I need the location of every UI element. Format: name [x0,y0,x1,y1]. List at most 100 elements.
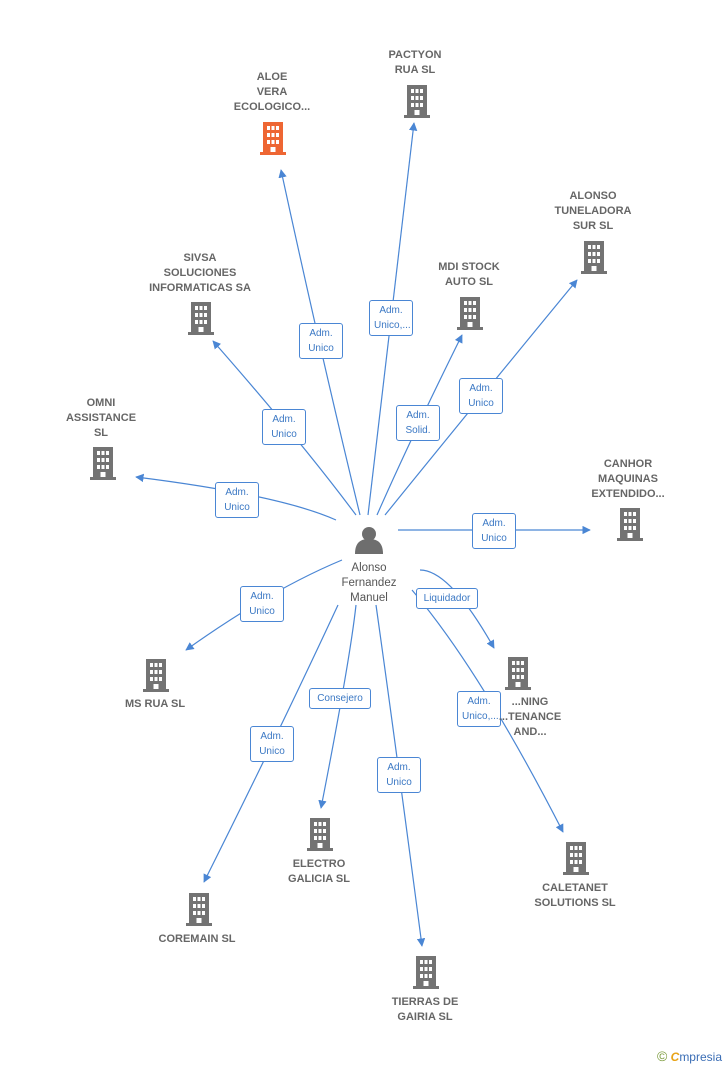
building-icon[interactable] [188,302,214,335]
edge-role-badge[interactable]: Adm. Unico [472,513,516,549]
company-label-line: EXTENDIDO... [591,488,665,500]
company-label-line: PACTYON [388,49,442,61]
person-icon[interactable] [355,527,383,554]
edge-role-badge[interactable]: Adm. Unico,... [457,691,501,727]
company-label-line: COREMAIN SL [158,933,236,945]
company-label-line: GALICIA SL [288,873,350,885]
company-label-line: CALETANET [542,882,608,894]
company-label-line: ...TENANCE [498,711,562,723]
badge-line: Unico,... [462,711,499,722]
building-icon[interactable] [457,297,483,330]
center-person-label[interactable]: Alonso Fernandez Manuel [314,561,424,606]
company-label-line: GAIRIA SL [397,1011,453,1023]
edge-role-badge[interactable]: Adm.Solid. [396,405,440,441]
building-icon[interactable] [307,818,333,851]
badge-line: Unico [271,429,297,440]
badge-line: Adm. [406,410,430,421]
building-icon[interactable] [413,956,439,989]
company-label-line: SL [93,427,109,439]
badge-line: Adm. [379,305,403,316]
badge-line: Unico [481,533,507,544]
edge-role-badge[interactable]: Liquidador [416,588,478,609]
edge-electro [318,604,357,809]
company-label-line: SUR SL [572,220,614,232]
badge-line: Adm. [482,518,506,529]
company-label-line: ASSISTANCE [65,412,137,424]
building-icon[interactable] [143,659,169,692]
center-name-line: Manuel [350,592,388,604]
company-label-coremain[interactable]: COREMAIN SL [132,932,262,947]
edge-role-badge[interactable]: Adm. Unico [299,323,343,359]
building-icon[interactable] [90,447,116,480]
company-label-omni[interactable]: OMNI ASSISTANCE SL [36,396,166,441]
company-label-line: ELECTRO [292,858,346,870]
company-label-line: MS RUA SL [124,698,186,710]
copyright-symbol: © [656,1048,668,1064]
badge-line: Liquidador [423,593,471,604]
building-icon[interactable] [186,893,212,926]
badge-line: Adm. [225,487,249,498]
company-label-electro[interactable]: ELECTRO GALICIA SL [254,857,384,887]
badge-line: Unico [308,343,334,354]
company-label-line: MDI STOCK [438,261,500,273]
badge-line: Adm. [469,383,493,394]
company-label-line: ALONSO [569,190,617,202]
badge-line: Adm. [387,762,411,773]
company-label-line: ...NING [511,696,549,708]
badge-line: Unico [386,777,412,788]
edge-role-badge[interactable]: Adm.Unico [459,378,503,414]
edge-mining [419,569,495,649]
company-label-line: VERA [256,86,288,98]
badge-line: Unico,... [374,320,411,331]
badge-line: Unico [249,606,275,617]
company-label-caletanet[interactable]: CALETANET SOLUTIONS SL [510,881,640,911]
edge-role-badge[interactable]: Adm. Unico [215,482,259,518]
company-label-alonso-tuneladora[interactable]: ALONSO TUNELADORA SUR SL [528,189,658,234]
company-label-line: ALOE [256,71,288,83]
company-label-line: MAQUINAS [598,473,658,485]
company-label-mining[interactable]: ...NING ...TENANCE AND... [465,695,595,740]
center-name-line: Alonso [351,562,387,574]
company-label-line: SOLUTIONS SL [534,897,616,909]
edge-role-badge[interactable]: Adm. Unico [262,409,306,445]
company-label-canhor[interactable]: CANHOR MAQUINAS EXTENDIDO... [563,457,693,502]
company-label-line: OMNI [86,397,116,409]
badge-line: Adm. [272,414,296,425]
edge-role-badge[interactable]: Adm. Unico [377,757,421,793]
edge-role-badge[interactable]: Adm. Unico [240,586,284,622]
edge-role-badge[interactable]: Consejero [309,688,371,709]
badge-line: Unico [259,746,285,757]
company-label-ms-rua[interactable]: MS RUA SL [90,697,220,712]
badge-line: Adm. [467,696,491,707]
badge-line: Consejero [317,693,363,704]
building-icon[interactable] [260,122,286,155]
building-icon[interactable] [404,85,430,118]
footer-brand[interactable]: © Cmpresia [657,1048,722,1064]
badge-line: Unico [224,502,250,513]
badge-line: Adm. [260,731,284,742]
company-label-line: CANHOR [603,458,653,470]
building-icon[interactable] [581,241,607,274]
company-label-line: SIVSA [183,252,217,264]
building-icon[interactable] [617,508,643,541]
company-label-line: TUNELADORA [554,205,632,217]
company-label-line: SOLUCIONES [163,267,237,279]
brand-initial: C [670,1050,680,1064]
edge-role-badge[interactable]: Adm. Unico,... [369,300,413,336]
edge-caletanet [411,589,564,833]
center-name-line: Fernandez [341,577,397,589]
building-icon[interactable] [563,842,589,875]
building-icon[interactable] [505,657,531,690]
brand-name: mpresia [679,1050,722,1064]
badge-line: Adm. [309,328,333,339]
badge-line: Adm. [250,591,274,602]
company-label-line: AND... [513,726,547,738]
company-label-mdi[interactable]: MDI STOCK AUTO SL [404,260,534,290]
edge-role-badge[interactable]: Adm. Unico [250,726,294,762]
company-label-line: INFORMATICAS SA [149,282,251,294]
company-label-sivsa[interactable]: SIVSA SOLUCIONES INFORMATICAS SA [135,251,265,296]
company-label-line: AUTO SL [444,276,494,288]
